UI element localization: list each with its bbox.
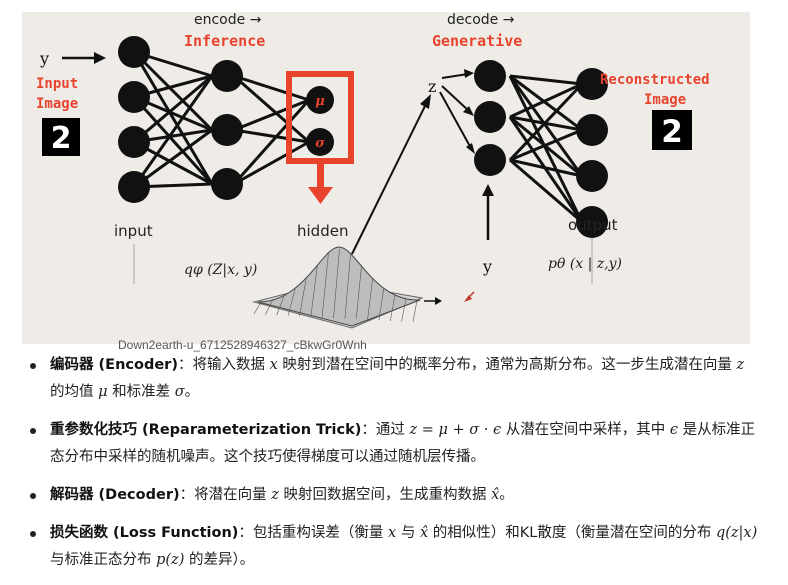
list-item-loss: 损失函数 (Loss Function)：包括重构误差（衡量 x 与 x̂ 的相… <box>22 520 762 574</box>
input-digit-image <box>42 118 80 156</box>
right-arrow-small <box>424 297 442 305</box>
input-digit: 2 <box>51 121 72 156</box>
input-label: input <box>114 222 153 240</box>
generative-label: Generative <box>432 32 522 50</box>
term-encoder: 编码器 (Encoder) <box>50 357 178 373</box>
mu-node <box>306 86 334 114</box>
text: 的差异）。 <box>184 552 255 568</box>
gaussian-surface <box>252 246 424 329</box>
math: x <box>388 525 397 541</box>
term-decoder: 解码器 (Decoder) <box>50 487 180 503</box>
term-loss: 损失函数 (Loss Function) <box>50 525 239 541</box>
decode-label: decode → <box>447 12 515 28</box>
text: 与 <box>396 525 420 541</box>
z-label: z <box>428 77 436 96</box>
output-label: output <box>568 216 618 234</box>
mu-label: μ <box>315 94 325 109</box>
reconstructed-label-1: Reconstructed <box>600 72 710 88</box>
text: 从潜在空间中采样，其中 <box>501 422 670 438</box>
latent-to-decoder-arrow <box>351 94 431 255</box>
text: 是从标准正态分布中采样的随机噪声。这个技巧使得梯度可以通过随机层传播。 <box>50 422 756 465</box>
output-layer <box>576 68 608 238</box>
vae-diagram: μ σ y z y encode → Inference <box>22 12 750 344</box>
q-formula: qφ (Z|x, y) <box>184 262 257 278</box>
inference-label: Inference <box>184 32 265 50</box>
input-image-label-2: Image <box>36 96 78 112</box>
text: 映射到潜在空间中的概率分布，通常为高斯分布。这一步生成潜在向量 <box>277 357 737 373</box>
encode-label: encode → <box>194 12 262 28</box>
text: ：将输入数据 <box>177 357 270 373</box>
input-layer <box>118 36 150 203</box>
decoder-connections <box>508 74 584 224</box>
math: q(z|x) <box>715 525 758 541</box>
sigma-node <box>306 128 334 156</box>
math: x̂ <box>491 487 500 503</box>
math: z = μ + σ · ϵ <box>409 422 502 438</box>
text: 的相似性）和KL散度（衡量潜在空间的分布 <box>428 525 716 541</box>
y-decoder-label: y <box>482 257 492 276</box>
output-digit: 2 <box>661 114 683 150</box>
decoder-first-layer <box>474 60 506 176</box>
encoder-hidden-layer <box>211 60 243 200</box>
text: 与标准正态分布 <box>50 552 157 568</box>
text: 。 <box>499 487 514 503</box>
input-image-label-1: Input <box>36 76 78 92</box>
list-item-encoder: 编码器 (Encoder)：将输入数据 x 映射到潜在空间中的概率分布，通常为高… <box>22 352 762 406</box>
sample-arrow <box>308 163 333 204</box>
math: p(z) <box>156 552 185 568</box>
list-item-decoder: 解码器 (Decoder)：将潜在向量 z 映射回数据空间，生成重构数据 x̂。 <box>22 482 762 509</box>
latent-params-box <box>286 71 354 164</box>
math: z <box>271 487 279 503</box>
watermark: Down2earth-u_6712528946327_cBkwGr0Wnh <box>118 338 367 352</box>
z-arrowheads <box>463 69 475 154</box>
y-decoder-arrow <box>482 184 494 240</box>
y-input-label: y <box>39 49 49 68</box>
sigma-label: σ <box>315 136 325 151</box>
math: ϵ <box>669 422 678 438</box>
term-reparameterization: 重参数化技巧 (Reparameterization Trick) <box>50 422 362 438</box>
math: x̂ <box>419 525 429 541</box>
math: x <box>269 357 278 373</box>
math: μ <box>98 384 108 400</box>
math: z <box>736 357 745 373</box>
text: 和标准差 <box>107 384 175 400</box>
p-formula: pθ (x | z,y) <box>548 256 622 272</box>
text: ：通过 <box>361 422 410 438</box>
text: ：将潜在向量 <box>179 487 272 503</box>
output-digit-image <box>652 110 692 150</box>
text: 的均值 <box>50 384 99 400</box>
cursor-icon <box>464 291 475 302</box>
text: ：包括重构误差（衡量 <box>238 525 389 541</box>
y-input-arrow <box>62 52 106 64</box>
explanation-list: 编码器 (Encoder)：将输入数据 x 映射到潜在空间中的概率分布，通常为高… <box>22 352 762 585</box>
hidden-label: hidden <box>297 222 348 240</box>
reconstructed-label-2: Image <box>644 92 686 108</box>
text: 映射回数据空间，生成重构数据 <box>278 487 492 503</box>
list-item-reparameterization: 重参数化技巧 (Reparameterization Trick)：通过 z =… <box>22 417 762 471</box>
text: 。 <box>184 384 200 400</box>
math: σ <box>174 384 185 400</box>
z-arrows <box>439 73 473 151</box>
